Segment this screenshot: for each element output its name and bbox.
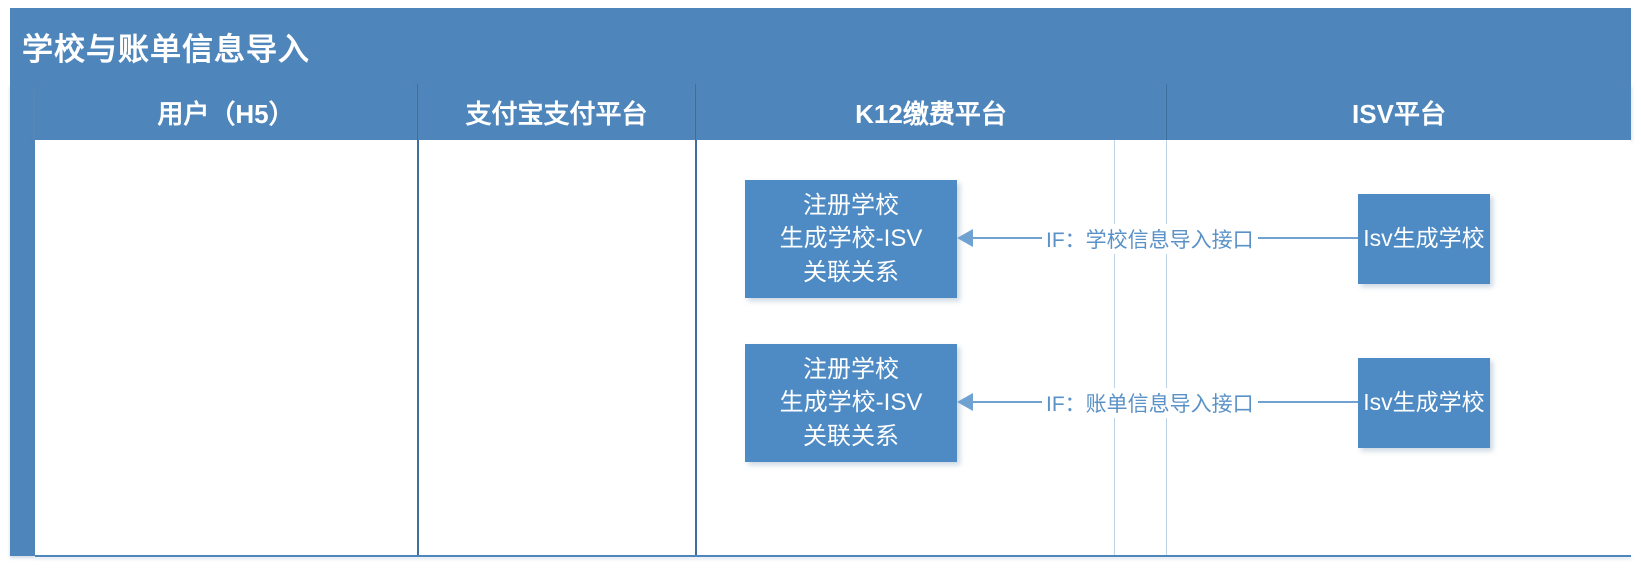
lane-divider-k12-inner — [1114, 140, 1115, 556]
diagram-bottom-rule — [35, 555, 1631, 557]
lane-header-k12-label: K12缴费平台 — [855, 98, 1007, 129]
node-isv-create-school-1[interactable]: Isv生成学校 — [1358, 194, 1490, 284]
node-line: Isv生成学校 — [1363, 389, 1485, 416]
node-line: 关联关系 — [803, 422, 899, 450]
node-k12-register-school-1[interactable]: 注册学校 生成学校-ISV 关联关系 — [745, 180, 957, 298]
connector-school-import-arrowhead-icon — [957, 229, 973, 247]
diagram-title: 学校与账单信息导入 — [22, 32, 310, 67]
node-line: Isv生成学校 — [1363, 225, 1485, 252]
node-k12-register-school-2[interactable]: 注册学校 生成学校-ISV 关联关系 — [745, 344, 957, 462]
lane-header-k12: K12缴费平台 — [695, 84, 1166, 140]
lane-body-user — [35, 140, 417, 556]
diagram-title-band: 学校与账单信息导入 — [10, 8, 1631, 84]
lane-header-isv: ISV平台 — [1166, 84, 1631, 140]
lane-header-alipay: 支付宝支付平台 — [417, 84, 695, 140]
node-line: 注册学校 — [803, 356, 899, 384]
lane-body-alipay — [419, 140, 695, 556]
node-line: 生成学校-ISV — [779, 389, 923, 417]
node-isv-create-school-2[interactable]: Isv生成学校 — [1358, 358, 1490, 448]
connector-bill-import-arrowhead-icon — [957, 393, 973, 411]
lane-header-user: 用户（H5） — [35, 84, 417, 140]
node-line: 注册学校 — [803, 192, 899, 220]
lane-divider-k12-isv — [1166, 140, 1167, 556]
connector-bill-import-label: IF：账单信息导入接口 — [1042, 388, 1258, 418]
lane-header-alipay-label: 支付宝支付平台 — [465, 98, 648, 129]
swimlane-left-spine — [10, 84, 35, 556]
lane-header-user-label: 用户（H5） — [157, 98, 295, 129]
node-line: 生成学校-ISV — [779, 225, 923, 253]
lane-header-isv-label: ISV平台 — [1352, 98, 1446, 129]
lane-divider-user-alipay — [417, 140, 419, 556]
connector-school-import-label: IF：学校信息导入接口 — [1042, 224, 1258, 254]
lane-divider-alipay-k12 — [695, 140, 697, 556]
node-line: 关联关系 — [803, 258, 899, 286]
